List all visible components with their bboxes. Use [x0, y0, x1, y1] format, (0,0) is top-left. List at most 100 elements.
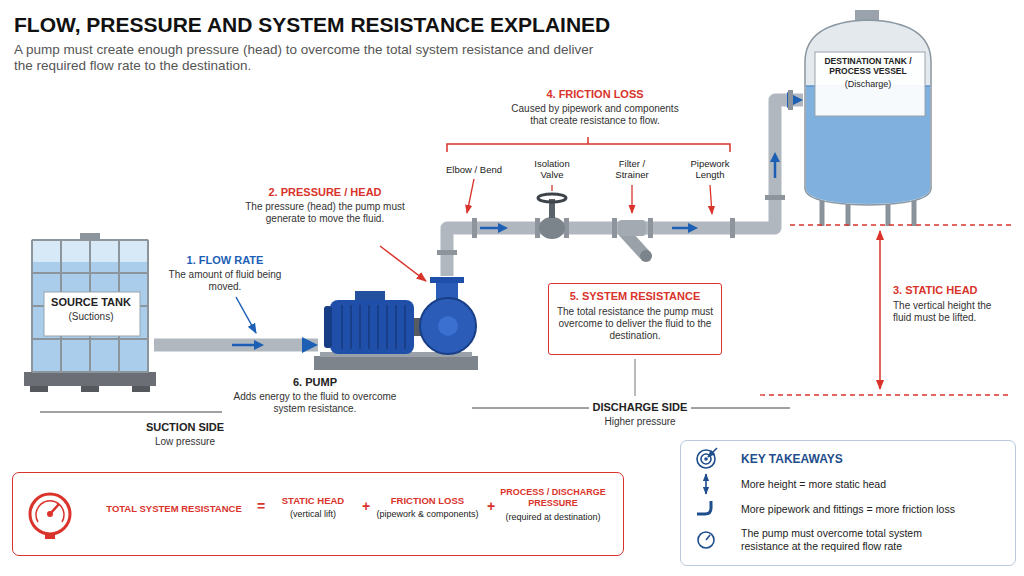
part-label: Filter / Strainer	[602, 158, 662, 181]
motor-fins	[342, 305, 405, 349]
level-line	[760, 394, 1012, 395]
flow-arrows	[254, 340, 264, 350]
y-strainer	[640, 250, 652, 262]
motor-fins	[341, 305, 343, 349]
takeaway-icons	[697, 448, 717, 548]
formula-box: TOTAL SYSTEM RESISTANCE=STATIC HEAD(vert…	[12, 472, 624, 556]
pump: 6. PUMPAdds energy to the fluid to overc…	[318, 276, 476, 372]
callout-text: Caused by pipework and components that c…	[505, 103, 685, 127]
formula-term: FRICTION LOSS	[375, 495, 480, 506]
gauge-small-icon	[698, 532, 714, 548]
source-tank-illustration	[24, 233, 156, 392]
flanges	[437, 90, 793, 255]
flow-arrows	[770, 152, 780, 162]
source-tank: SOURCE TANK (Suctions)	[28, 236, 154, 388]
level-line	[790, 224, 1012, 225]
isolation-valve	[538, 194, 566, 239]
annotation-lines	[40, 137, 1012, 412]
formula-term: STATIC HEAD	[273, 495, 353, 506]
y-strainer	[618, 220, 652, 262]
pump-base	[314, 356, 478, 370]
callout-heading: 1. FLOW RATE	[165, 254, 285, 267]
tank-name: DESTINATION TANK / PROCESS VESSEL	[815, 56, 921, 76]
pump-illustration	[314, 277, 478, 370]
flanges	[765, 195, 785, 200]
system-resistance-box: 5. SYSTEM RESISTANCEThe total resistance…	[548, 283, 722, 355]
motor-end-cap	[324, 306, 332, 348]
page-subtitle: A pump must create enough pressure (head…	[14, 42, 599, 74]
side-divider	[40, 412, 222, 413]
tank-note: (Suctions)	[28, 311, 154, 323]
formula-operator: =	[251, 498, 271, 515]
height-icon	[705, 474, 707, 494]
motor-fins	[350, 305, 352, 349]
flanges	[648, 218, 653, 238]
pallet-foot	[132, 386, 150, 392]
flow-arrows	[232, 344, 256, 347]
destination-tank: DESTINATION TANK / PROCESS VESSEL (Discha…	[803, 12, 933, 227]
takeaway-item: More pipework and fittings = more fricti…	[741, 503, 1006, 516]
part-label: Isolation Valve	[524, 158, 580, 181]
pallet	[24, 372, 156, 386]
flanges	[612, 218, 617, 238]
takeaway-item: The pump must overcome total system resi…	[741, 527, 946, 552]
flanges	[472, 218, 477, 238]
callout-text: Adds energy to the fluid to overcome sys…	[230, 391, 400, 415]
motor	[330, 300, 414, 354]
vessel-body	[805, 20, 931, 205]
pump-eye	[438, 316, 458, 336]
tank-name: SOURCE TANK	[28, 296, 154, 309]
callout-text: The vertical height the fluid must be li…	[893, 300, 1001, 324]
flow-arrows	[672, 227, 690, 230]
leader-line	[710, 185, 712, 214]
target-icon	[708, 448, 717, 457]
motor-fins	[386, 305, 388, 349]
pallet-foot	[81, 386, 99, 392]
motor-fins	[395, 305, 397, 349]
callout-heading: 2. PRESSURE / HEAD	[240, 186, 410, 199]
gauge-dial	[30, 494, 70, 534]
side-label: DISCHARGE SIDE	[589, 401, 692, 414]
gauge-scale	[36, 501, 64, 522]
gauge-hub	[47, 511, 53, 517]
flanges	[730, 218, 735, 238]
vessel-label-plate	[815, 52, 925, 116]
gauge-icon	[30, 494, 70, 539]
formula-term: PROCESS / DISCHARGE PRESSURE	[497, 487, 609, 509]
static-head-arrow	[879, 231, 881, 389]
flow-arrows	[498, 223, 508, 233]
formula-operator: +	[356, 498, 376, 515]
tank-cage	[32, 338, 148, 340]
tank-cap	[80, 233, 100, 240]
page-title: FLOW, PRESSURE AND SYSTEM RESISTANCE EXP…	[14, 12, 814, 37]
flanges	[788, 90, 793, 110]
friction-bracket	[447, 137, 730, 152]
formula-operator: +	[483, 498, 499, 515]
leader-line	[635, 359, 636, 396]
formula-note: (required at destination)	[489, 512, 617, 523]
callout-text: The amount of fluid being moved.	[165, 269, 285, 293]
formula-term: TOTAL SYSTEM RESISTANCE	[99, 503, 249, 514]
leader-line	[467, 179, 474, 213]
callout-text: The pressure (head) the pump must genera…	[245, 201, 405, 225]
gauge-small-icon	[706, 535, 710, 540]
tank-note: (Discharge)	[815, 79, 921, 90]
side-note: Low pressure	[125, 436, 245, 448]
side-note: Higher pressure	[601, 416, 680, 428]
target-icon	[704, 457, 708, 461]
pipe-icon	[697, 501, 711, 514]
motor-fins	[368, 305, 370, 349]
motor-fins	[404, 305, 406, 349]
leader-line	[551, 185, 552, 191]
pipework	[154, 100, 803, 345]
flow-arrows	[688, 223, 698, 233]
part-label: Pipework Length	[680, 158, 740, 181]
outlet-flange	[430, 277, 464, 283]
pump-volute	[420, 298, 476, 354]
pipe-connector	[154, 339, 318, 352]
destination-tank-illustration	[805, 10, 931, 226]
leader-line	[236, 297, 256, 333]
box-text: The total resistance the pump must overc…	[556, 306, 714, 342]
leader-line	[380, 246, 426, 281]
